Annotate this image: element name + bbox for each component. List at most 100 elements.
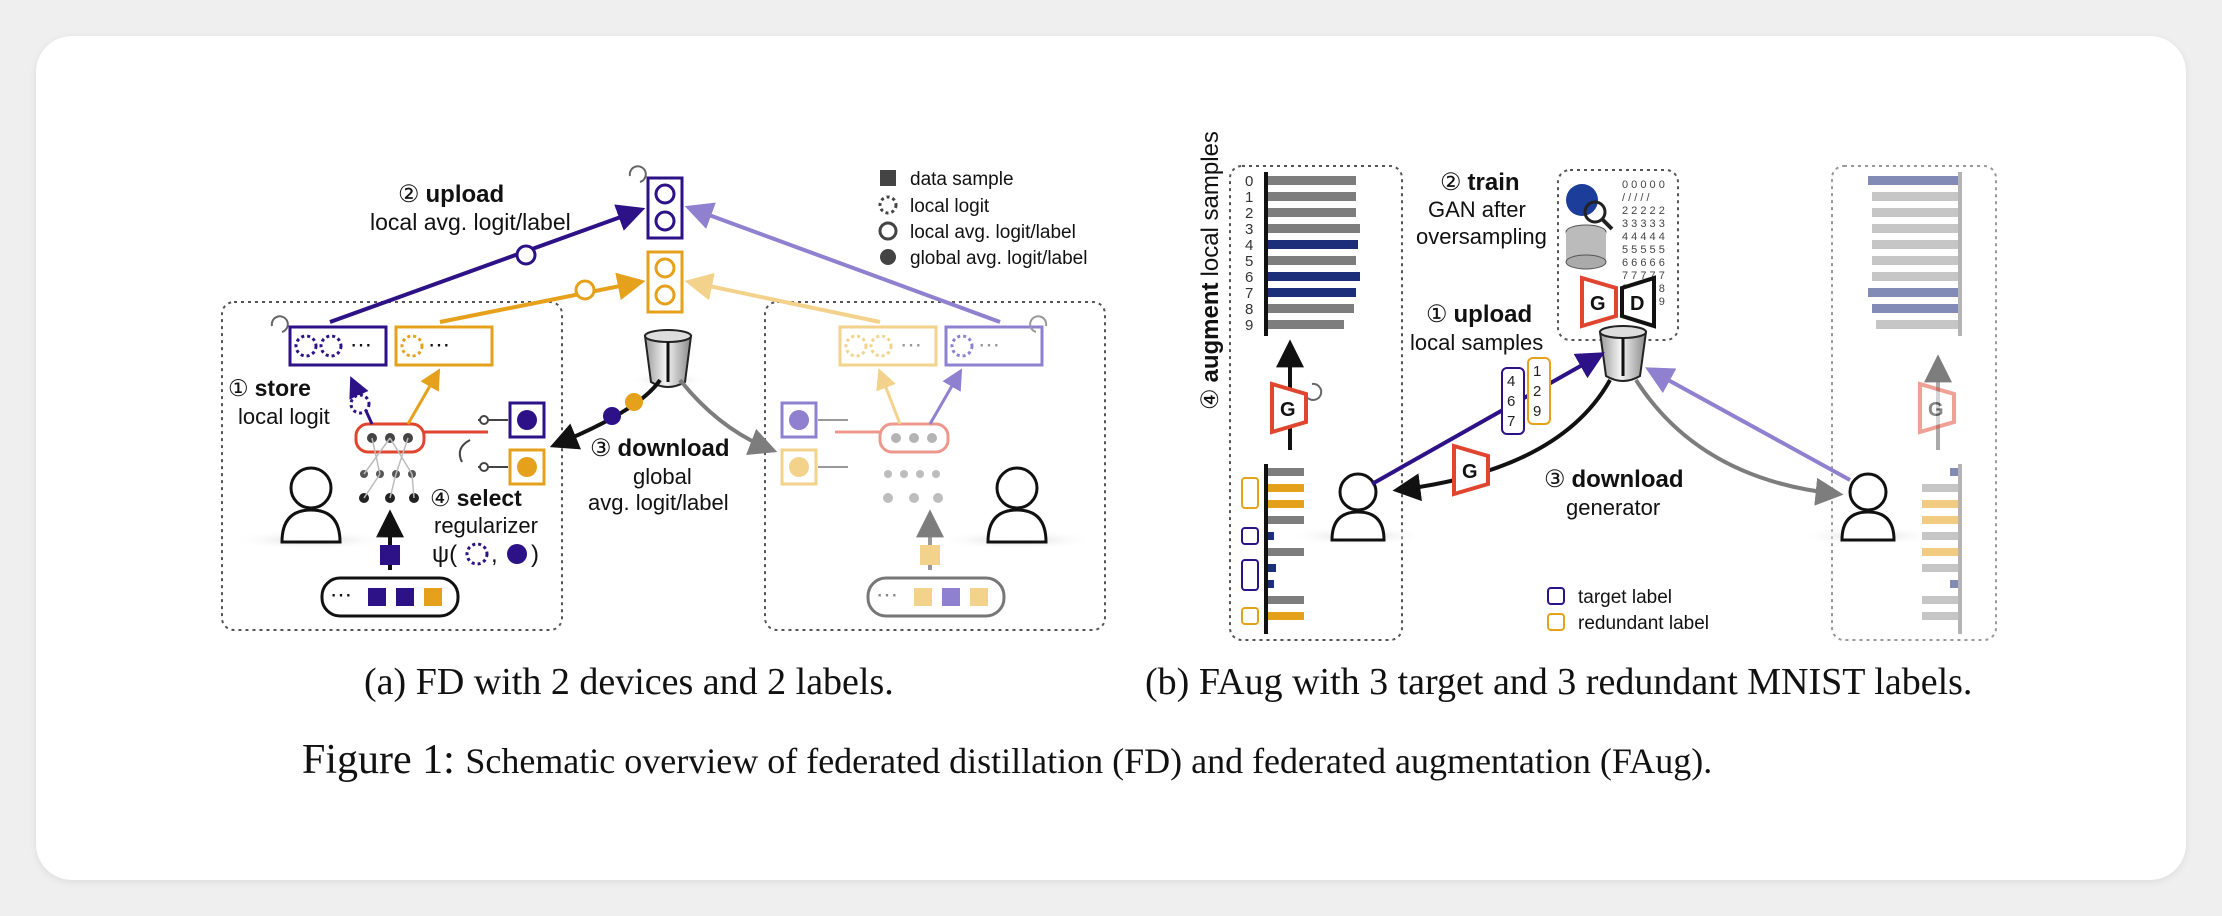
select-step-num: ④: [430, 485, 451, 511]
download-b-step-num: ③: [1544, 466, 1566, 493]
svg-text:2: 2: [1533, 383, 1541, 400]
svg-text:3 3 3 3 3: 3 3 3 3 3: [1622, 218, 1665, 230]
svg-text:4 4 4 4 4: 4 4 4 4 4: [1622, 231, 1665, 243]
user-icon-left: [231, 466, 391, 550]
global-avg-box-purple: [646, 176, 684, 240]
download-b-title: download: [1572, 466, 1684, 493]
download-b-subtitle: generator: [1566, 495, 1660, 520]
svg-text:1: 1: [1533, 363, 1541, 380]
database-icon: [1565, 184, 1614, 270]
svg-text:⋯: ⋯: [330, 582, 352, 607]
uploaded-samples: 4 6 7 1 2 9: [1501, 357, 1551, 435]
svg-text:6: 6: [1245, 269, 1253, 286]
legend-data-sample: data sample: [910, 169, 1014, 190]
svg-text:⋯: ⋯: [876, 582, 898, 607]
svg-text:4: 4: [1507, 373, 1515, 390]
svg-text:1: 1: [1245, 189, 1253, 206]
svg-text:2 2 2 2 2: 2 2 2 2 2: [1622, 205, 1665, 217]
svg-text:5 5 5 5 5: 5 5 5 5 5: [1622, 244, 1665, 256]
neural-network-left: [354, 422, 488, 503]
global-avg-box-orange: [646, 250, 684, 314]
select-subtitle: regularizer: [434, 513, 538, 538]
store-subtitle: local logit: [238, 404, 330, 429]
download-subtitle-1: global: [633, 464, 692, 489]
upload-dot-orange: [574, 279, 596, 301]
legend-local-avg: local avg. logit/label: [910, 222, 1076, 243]
legend-redundant-label: redundant label: [1578, 613, 1709, 634]
svg-text:8: 8: [1245, 301, 1253, 318]
user-icon-b-right: [1798, 472, 1938, 546]
legend-global-avg: global avg. logit/label: [910, 248, 1087, 269]
user-icon-right: [937, 466, 1097, 550]
upload-arrow-b-right: [1645, 367, 1851, 482]
caption-b: (b) FAug with 3 target and 3 redundant M…: [1145, 660, 1972, 704]
svg-text:0 0 0 0 0: 0 0 0 0 0: [1622, 179, 1665, 191]
svg-text:⋯: ⋯: [350, 332, 372, 357]
caption-b-label: (b): [1145, 661, 1190, 703]
histogram-augmented: 0 1 2 3 4 5 6 7 8 9: [1245, 172, 1360, 336]
upload-arrow-lavender: [684, 202, 1001, 324]
figure-card: [36, 36, 2186, 880]
device-box-b-right: [1831, 165, 1997, 641]
figure-caption-text: Schematic overview of federated distilla…: [465, 741, 1713, 781]
data-sample-pill-right: ⋯: [866, 576, 1006, 618]
upload-b-subtitle: local samples: [1410, 330, 1543, 355]
upload-title: upload: [426, 181, 505, 208]
psi-comma: ,: [491, 541, 498, 568]
download-arrow-left: [549, 378, 662, 450]
svg-text:G: G: [1280, 399, 1296, 421]
refresh-arrow-icon: [628, 165, 647, 183]
svg-text:0: 0: [1245, 173, 1253, 190]
device-box-b-left: [1229, 165, 1403, 641]
legend-a: data sample local logit local avg. logit…: [878, 169, 1087, 269]
figure-caption: Figure 1: Schematic overview of federate…: [302, 736, 1712, 784]
svg-text:9: 9: [1245, 317, 1253, 334]
generator-icon-right: G: [1918, 381, 1956, 435]
upload-b-title: upload: [1454, 301, 1533, 328]
generator-icon-left: G: [1270, 381, 1323, 435]
svg-text:9: 9: [1533, 403, 1541, 420]
histogram-local: [1241, 464, 1304, 634]
download-subtitle-2: avg. logit/label: [588, 490, 729, 515]
svg-text:6 6 6 6 6: 6 6 6 6 6: [1622, 257, 1665, 269]
upload-arrow-purple: [329, 204, 646, 324]
upload-b-step-num: ①: [1426, 301, 1448, 328]
svg-text:6: 6: [1507, 393, 1515, 410]
svg-text:/ / / / /: / / / / /: [1622, 192, 1650, 204]
train-step-num: ②: [1440, 169, 1462, 196]
svg-text:⋯: ⋯: [428, 332, 450, 357]
caption-a-label: (a): [364, 661, 407, 703]
svg-text:G: G: [1590, 293, 1606, 315]
upload-subtitle: local avg. logit/label: [370, 209, 571, 235]
legend-b: target label redundant label: [1547, 587, 1709, 634]
svg-text:4: 4: [1245, 237, 1253, 254]
neural-network-right: [835, 422, 950, 503]
store-step-num: ①: [228, 375, 249, 401]
histogram-right-augmented: [1868, 172, 1962, 336]
figure-label: Figure 1:: [302, 737, 455, 783]
svg-text:5: 5: [1245, 253, 1253, 270]
download-title: download: [618, 435, 730, 462]
store-title: store: [255, 375, 311, 401]
upload-arrow-light-orange: [684, 272, 881, 324]
svg-text:7: 7: [1245, 285, 1253, 302]
local-logit-row-orange: ⋯: [394, 325, 494, 367]
download-arrow-b-right: [1634, 378, 1844, 506]
select-title: select: [457, 485, 523, 511]
psi-right: ): [531, 541, 539, 568]
download-arrow-right: [678, 378, 778, 456]
histogram-right-local: [1922, 464, 1962, 634]
download-arrow-b-left: [1392, 379, 1612, 502]
legend-local-logit: local logit: [910, 196, 990, 217]
augment-vertical-label: ④augmentlocal samples: [1197, 131, 1224, 410]
legend-target-label: target label: [1578, 587, 1672, 608]
server-icon: [628, 329, 708, 388]
panel-b: ④augmentlocal samples 0 1 2 3 4 5 6 7 8 …: [1197, 131, 1997, 641]
